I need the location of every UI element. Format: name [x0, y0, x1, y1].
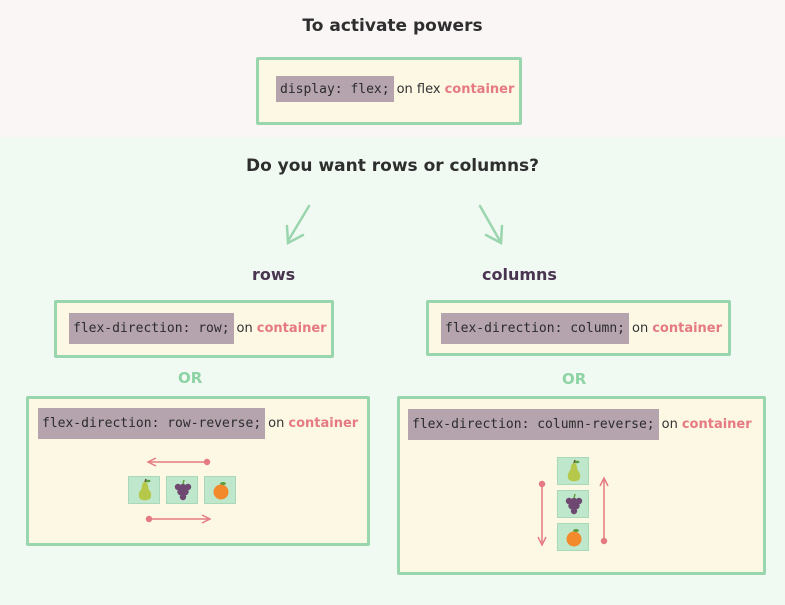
- orange-icon: [566, 529, 582, 547]
- row-reverse-line: flex-direction: row-reverse; on containe…: [38, 408, 358, 439]
- container-text: container: [681, 417, 752, 432]
- grapes-tile: [166, 476, 198, 504]
- row-arrow-right: [145, 514, 212, 524]
- grapes-icon: [174, 479, 192, 501]
- pear-tile: [557, 457, 589, 485]
- row-line: flex-direction: row; on container: [69, 313, 327, 344]
- question-heading: Do you want rows or columns?: [245, 156, 540, 176]
- on-text: on: [236, 321, 253, 336]
- container-text: container: [288, 416, 359, 431]
- on-text: on: [661, 417, 678, 432]
- on-text: on: [268, 416, 285, 431]
- code-flex-direction-column: flex-direction: column;: [441, 313, 630, 344]
- pear-tile: [128, 476, 160, 504]
- activate-heading: To activate powers: [302, 16, 483, 36]
- column-reverse-arrow-up: [599, 476, 609, 545]
- orange-tile: [204, 476, 236, 504]
- columns-label: columns: [482, 265, 557, 284]
- code-flex-direction-row-reverse: flex-direction: row-reverse;: [38, 408, 266, 439]
- on-text: on flex: [396, 81, 441, 97]
- code-flex-direction-column-reverse: flex-direction: column-reverse;: [408, 409, 659, 440]
- code-flex-direction-row: flex-direction: row;: [69, 313, 234, 344]
- row-reverse-arrow-left: [146, 457, 211, 467]
- arrow-to-columns: [478, 204, 504, 246]
- orange-icon: [213, 482, 229, 500]
- column-line: flex-direction: column; on container: [441, 313, 722, 344]
- grapes-icon: [565, 493, 583, 515]
- container-text: container: [652, 321, 723, 336]
- orange-tile: [557, 523, 589, 551]
- container-text: container: [444, 81, 515, 97]
- code-display-flex: display: flex;: [276, 76, 394, 102]
- or-rows: OR: [178, 369, 203, 387]
- display-flex-line: display: flex; on flex container: [276, 76, 514, 102]
- container-text: container: [256, 321, 327, 336]
- or-columns: OR: [562, 370, 587, 388]
- on-text: on: [632, 321, 649, 336]
- column-reverse-line: flex-direction: column-reverse; on conta…: [408, 409, 752, 440]
- arrow-to-rows: [285, 204, 311, 246]
- pear-icon: [567, 459, 581, 482]
- grapes-tile: [557, 490, 589, 518]
- rows-label: rows: [252, 265, 296, 284]
- column-arrow-down: [537, 480, 547, 547]
- pear-icon: [138, 478, 152, 501]
